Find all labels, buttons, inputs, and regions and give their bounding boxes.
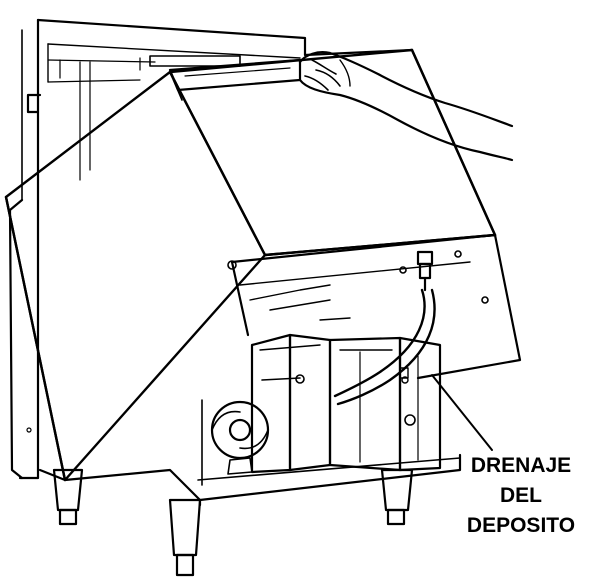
drain-hose [333, 250, 436, 406]
pump-assembly [250, 333, 442, 474]
fan [201, 399, 270, 486]
callout-line-3: DEPOSITO [466, 514, 576, 537]
top-rail [168, 58, 302, 92]
callout-line-2: DEL [500, 484, 542, 507]
callout-leader-line [431, 374, 493, 451]
callout-line-1: DRENAJE [470, 454, 572, 477]
hand-illustration [298, 51, 514, 162]
legs [52, 468, 414, 577]
back-panel [8, 18, 414, 480]
bin-opening [227, 233, 522, 380]
drain-callout-label: DRENAJE DEL DEPOSITO [446, 451, 596, 541]
